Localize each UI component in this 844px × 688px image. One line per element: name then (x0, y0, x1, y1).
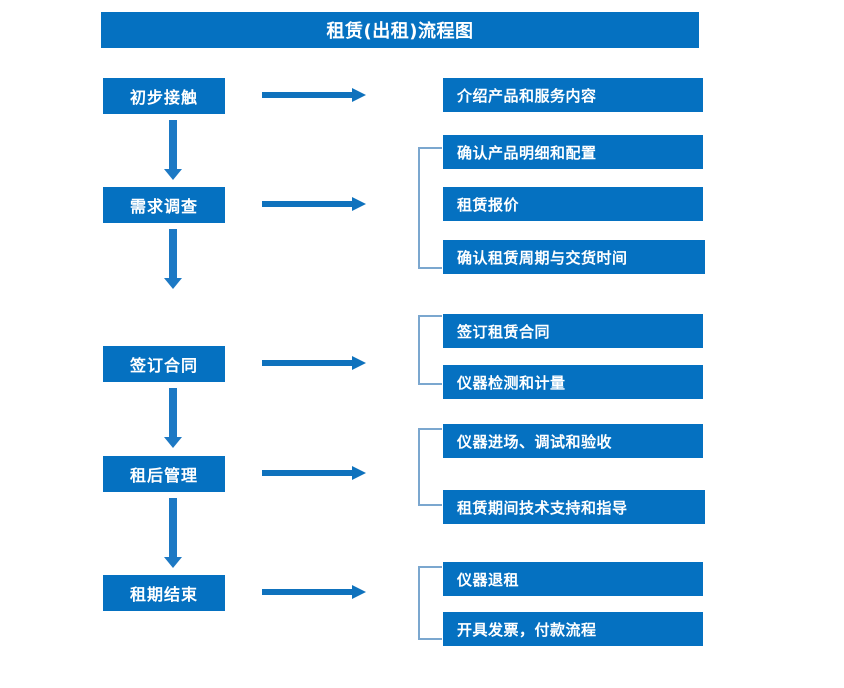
arrow-head (164, 437, 182, 448)
arrow-head (352, 197, 366, 211)
stage-box-3[interactable]: 签订合同 (103, 346, 225, 382)
vertical-arrow-1 (158, 120, 188, 180)
detail-box-4-2[interactable]: 租赁期间技术支持和指导 (443, 490, 705, 524)
horizontal-arrow-3 (262, 355, 366, 371)
vertical-arrow-4 (158, 498, 188, 568)
arrow-shaft (169, 388, 177, 437)
arrow-shaft (262, 92, 354, 98)
arrow-head (164, 557, 182, 568)
arrow-head (164, 278, 182, 289)
arrow-shaft (169, 498, 177, 557)
arrow-head (352, 88, 366, 102)
vertical-arrow-3 (158, 388, 188, 448)
detail-box-2-1[interactable]: 确认产品明细和配置 (443, 135, 703, 169)
arrow-head (352, 585, 366, 599)
page-title: 租赁(出租)流程图 (101, 12, 699, 48)
stage-box-2[interactable]: 需求调查 (103, 187, 225, 223)
arrow-shaft (262, 201, 354, 207)
detail-box-2-3[interactable]: 确认租赁周期与交货时间 (443, 240, 705, 274)
vertical-arrow-2 (158, 229, 188, 289)
stage-box-4[interactable]: 租后管理 (103, 456, 225, 492)
group-bracket-2 (418, 147, 442, 269)
arrow-shaft (262, 589, 354, 595)
horizontal-arrow-4 (262, 465, 366, 481)
group-bracket-5 (418, 566, 442, 640)
detail-box-5-1[interactable]: 仪器退租 (443, 562, 703, 596)
detail-box-3-1[interactable]: 签订租赁合同 (443, 314, 703, 348)
detail-box-1-1[interactable]: 介绍产品和服务内容 (443, 78, 703, 112)
stage-box-5[interactable]: 租期结束 (103, 575, 225, 611)
detail-box-4-1[interactable]: 仪器进场、调试和验收 (443, 424, 703, 458)
arrow-shaft (262, 470, 354, 476)
detail-box-2-2[interactable]: 租赁报价 (443, 187, 703, 221)
horizontal-arrow-5 (262, 584, 366, 600)
group-bracket-3 (418, 315, 442, 385)
horizontal-arrow-2 (262, 196, 366, 212)
arrow-shaft (169, 120, 177, 169)
arrow-head (164, 169, 182, 180)
horizontal-arrow-1 (262, 87, 366, 103)
arrow-shaft (262, 360, 354, 366)
detail-box-5-2[interactable]: 开具发票，付款流程 (443, 612, 703, 646)
stage-box-1[interactable]: 初步接触 (103, 78, 225, 114)
arrow-head (352, 466, 366, 480)
group-bracket-4 (418, 428, 442, 506)
detail-box-3-2[interactable]: 仪器检测和计量 (443, 365, 703, 399)
arrow-head (352, 356, 366, 370)
arrow-shaft (169, 229, 177, 278)
